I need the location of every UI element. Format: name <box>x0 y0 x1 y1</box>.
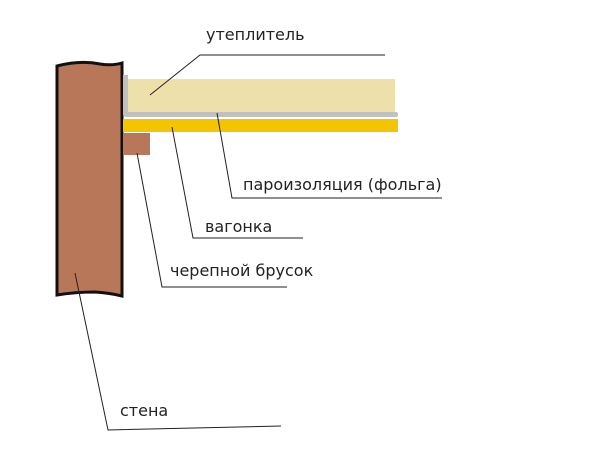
insulation-label: утеплитель <box>206 25 305 44</box>
lining-label: вагонка <box>205 217 272 236</box>
vapor-barrier-leader <box>216 112 442 199</box>
vapor-barrier-label: пароизоляция (фольга) <box>243 175 442 194</box>
lining-layer <box>123 119 398 132</box>
foil-layer <box>124 112 398 117</box>
wall-leader <box>74 272 282 431</box>
cranial-bar-label: черепной брусок <box>170 261 314 280</box>
insulation-layer <box>128 79 395 112</box>
cranial-bar <box>124 133 150 155</box>
foil-vertical <box>123 75 128 115</box>
wall <box>55 60 124 298</box>
cranial-bar-leader <box>136 152 287 288</box>
insulation-leader <box>149 54 385 96</box>
wall-label: стена <box>120 401 168 420</box>
lining-leader <box>171 126 303 239</box>
